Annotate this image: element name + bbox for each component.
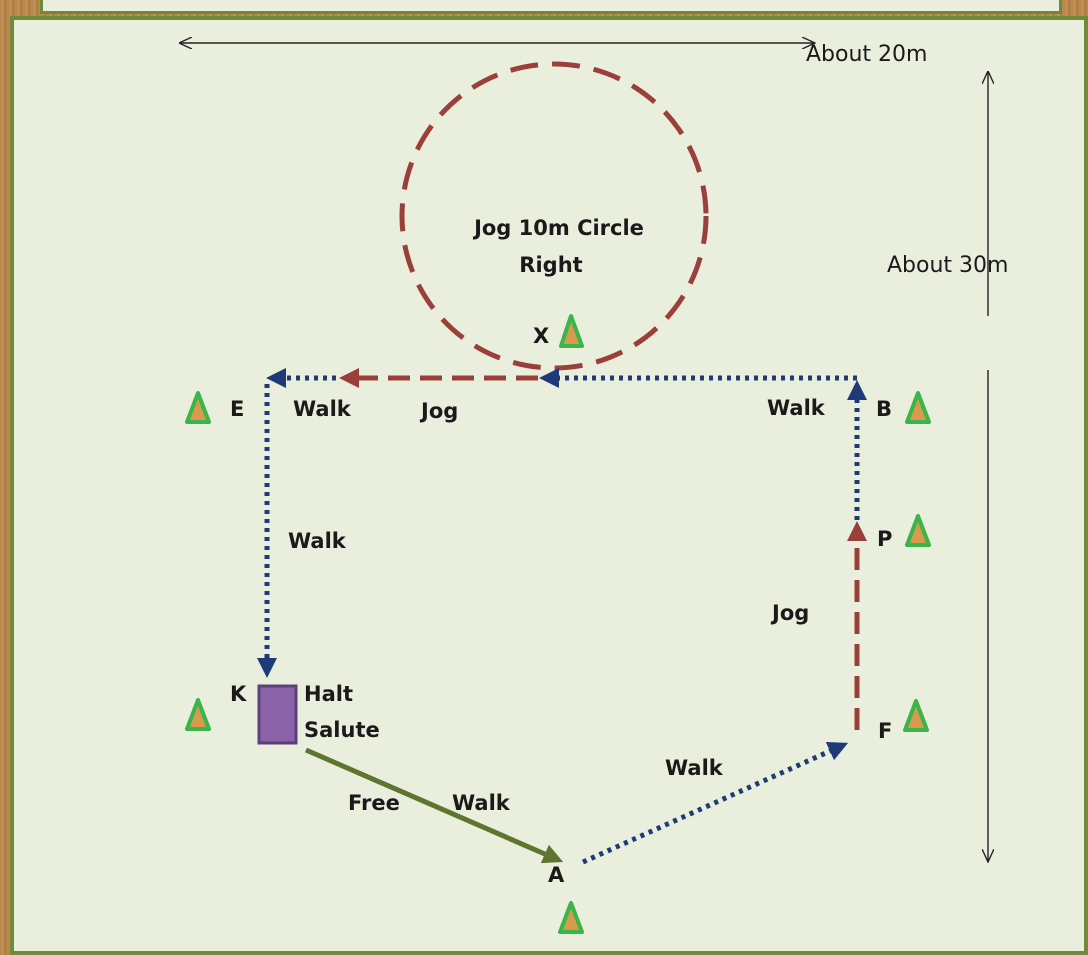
label-walk-diag: Walk bbox=[665, 756, 724, 780]
marker-b: B bbox=[876, 397, 892, 421]
marker-a: A bbox=[548, 863, 565, 887]
width-dimension-label: About 20m bbox=[806, 42, 927, 67]
jog-circle-path bbox=[399, 61, 709, 371]
marker-p: P bbox=[877, 527, 892, 551]
cone-b bbox=[905, 391, 931, 424]
label-walk-free: Walk bbox=[452, 791, 511, 815]
cone-p bbox=[905, 514, 931, 547]
length-dimension-label: About 30m bbox=[887, 253, 1008, 278]
marker-x: X bbox=[533, 324, 549, 348]
cone-a bbox=[558, 901, 584, 934]
arena-panel bbox=[10, 16, 1088, 955]
cone-k bbox=[185, 698, 211, 731]
label-walk-b: Walk bbox=[767, 396, 826, 420]
label-jog-right: Jog bbox=[770, 601, 809, 625]
free-walk-path bbox=[305, 747, 564, 864]
label-jog-top: Jog bbox=[419, 399, 458, 423]
halt-salute-box bbox=[257, 684, 298, 745]
cone-f bbox=[903, 699, 929, 732]
circle-label-line1: Jog 10m Circle bbox=[472, 216, 644, 240]
label-walk-side: Walk bbox=[288, 529, 347, 553]
cone-x bbox=[559, 314, 584, 348]
walk-path-a-to-f bbox=[581, 741, 849, 865]
salute-label: Salute bbox=[304, 718, 380, 742]
top-panel-edge bbox=[40, 0, 1062, 14]
label-walk-e: Walk bbox=[293, 397, 352, 421]
marker-e: E bbox=[230, 397, 244, 421]
marker-f: F bbox=[878, 719, 892, 743]
label-free: Free bbox=[348, 791, 400, 815]
marker-k: K bbox=[230, 682, 247, 706]
cone-e bbox=[185, 391, 211, 424]
halt-label: Halt bbox=[304, 682, 353, 706]
circle-label-line2: Right bbox=[519, 253, 582, 277]
